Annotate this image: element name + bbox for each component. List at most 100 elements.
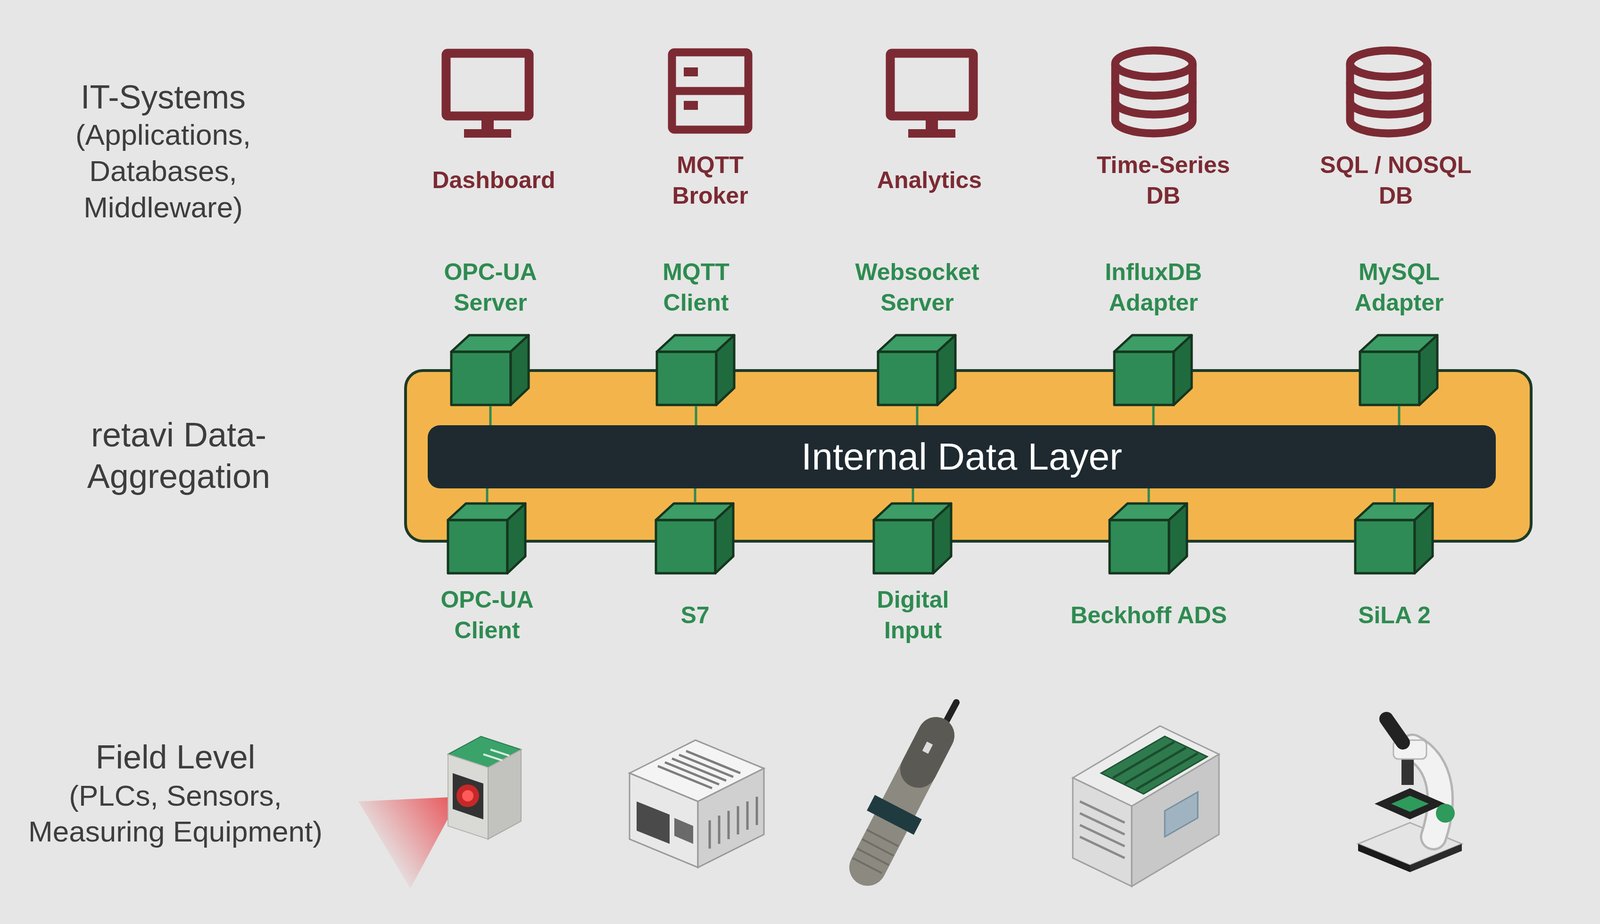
frame-heading: retavi Data- Aggregation <box>72 414 285 498</box>
bar-label: Internal Data Layer <box>801 435 1122 479</box>
controller-vents <box>1079 825 1125 847</box>
tier-subtitle: (PLCs, Sensors, Measuring Equipment) <box>10 778 341 850</box>
barcode-scanner <box>358 736 522 889</box>
db-band <box>1350 101 1428 115</box>
cube-face <box>933 503 952 574</box>
scanner-mark <box>483 754 503 761</box>
system-label: Dashboard <box>431 165 556 196</box>
terminal-rows <box>1136 753 1198 790</box>
sensor-threads <box>852 829 899 874</box>
adapter-module: S7 <box>633 502 757 647</box>
sensor-nut <box>890 807 899 823</box>
data-layer-bar: Internal Data Layer <box>427 425 1496 489</box>
cube-face <box>1419 335 1438 406</box>
module-label: Digital Input <box>851 584 975 647</box>
cube-face <box>716 335 735 406</box>
adapter-module: Digital Input <box>851 502 975 647</box>
plc-vents <box>686 751 741 774</box>
module-label-area: OPC-UA Server <box>429 256 552 319</box>
aggregation-frame: retavi Data- AggregationOPC-UA ServerMQT… <box>404 369 1533 543</box>
connector-line <box>489 406 492 426</box>
db-body <box>1115 63 1193 134</box>
sensor-head <box>918 735 937 770</box>
adapter-module: Websocket Server <box>846 256 988 407</box>
module-label-area: InfluxDB Adapter <box>1092 256 1215 319</box>
scanner-front <box>447 754 489 840</box>
cube-shape <box>1354 502 1435 575</box>
focus-knob <box>1435 804 1455 823</box>
microscope <box>1358 719 1462 873</box>
connector-line <box>486 488 489 503</box>
cube-face <box>1168 503 1187 574</box>
scanner-lens <box>462 790 474 802</box>
connector-line <box>694 488 697 503</box>
cube-face <box>1114 351 1174 406</box>
it-system: Analytics <box>835 44 1024 217</box>
adapter-module: MySQL Adapter <box>1337 256 1461 407</box>
connector-line <box>1152 406 1155 426</box>
db-body <box>1350 63 1428 134</box>
tier-heading: Field Level <box>33 737 317 778</box>
module-label-area: SiLA 2 <box>1333 584 1456 647</box>
plc-vents <box>755 796 759 826</box>
cube-face <box>656 351 717 406</box>
module-label: MySQL Adapter <box>1337 256 1461 319</box>
cube-face <box>507 503 526 574</box>
cube-face <box>1173 335 1192 406</box>
db-top <box>1115 50 1193 77</box>
connector-line <box>695 406 698 426</box>
monitor-icon <box>890 53 974 138</box>
it-system: Dashboard <box>399 44 589 217</box>
database-icon <box>1115 50 1193 134</box>
it-system: MQTT Broker <box>639 44 781 217</box>
it-system: SQL / NOSQL DB <box>1310 44 1481 217</box>
connector-line <box>1398 406 1401 426</box>
cube-shape <box>447 502 528 575</box>
cube-shape <box>450 333 531 407</box>
server-divider <box>671 87 749 96</box>
module-label: Websocket Server <box>846 256 988 319</box>
cube-face <box>878 351 938 406</box>
server-slot <box>683 67 698 77</box>
scanner-window <box>452 773 484 820</box>
microscope-stage <box>1374 788 1446 820</box>
cube-face <box>655 520 716 574</box>
plc-vents <box>727 811 730 840</box>
module-label-area: Digital Input <box>851 584 975 647</box>
cube-face <box>937 335 956 406</box>
db-band <box>1115 82 1193 96</box>
db-band <box>1115 101 1193 115</box>
plc-vents <box>737 806 740 835</box>
monitor-base <box>908 129 956 138</box>
module-label-area: MySQL Adapter <box>1337 256 1461 319</box>
server-slot <box>683 100 698 110</box>
terminal-rows <box>1112 742 1198 790</box>
plc-terminal <box>636 801 670 845</box>
cube-face <box>1414 503 1433 574</box>
cube-shape <box>654 502 736 575</box>
cube-face <box>447 520 508 574</box>
plc-vents <box>657 751 757 849</box>
connector-line <box>1147 488 1151 503</box>
module-label-area: OPC-UA Client <box>425 584 549 647</box>
monitor-screen <box>890 53 974 117</box>
module-label-area: MQTT Client <box>634 256 758 319</box>
module-label: SiLA 2 <box>1358 600 1431 631</box>
plc-terminal <box>674 818 694 845</box>
cube-face <box>873 520 934 574</box>
controller-vents <box>1079 837 1125 859</box>
monitor-icon <box>446 53 530 138</box>
scanner-mark <box>490 749 510 756</box>
tier-heading: IT-Systems <box>21 77 305 117</box>
server-icon <box>671 52 749 130</box>
controller-vents <box>1079 801 1125 859</box>
proximity-sensor <box>852 702 957 874</box>
adapter-module: OPC-UA Server <box>429 256 552 407</box>
module-label: OPC-UA Client <box>425 584 549 647</box>
connector-line <box>916 406 919 426</box>
sensor-threads <box>852 858 882 874</box>
plc-vents <box>746 801 749 830</box>
cube-face <box>715 503 734 574</box>
